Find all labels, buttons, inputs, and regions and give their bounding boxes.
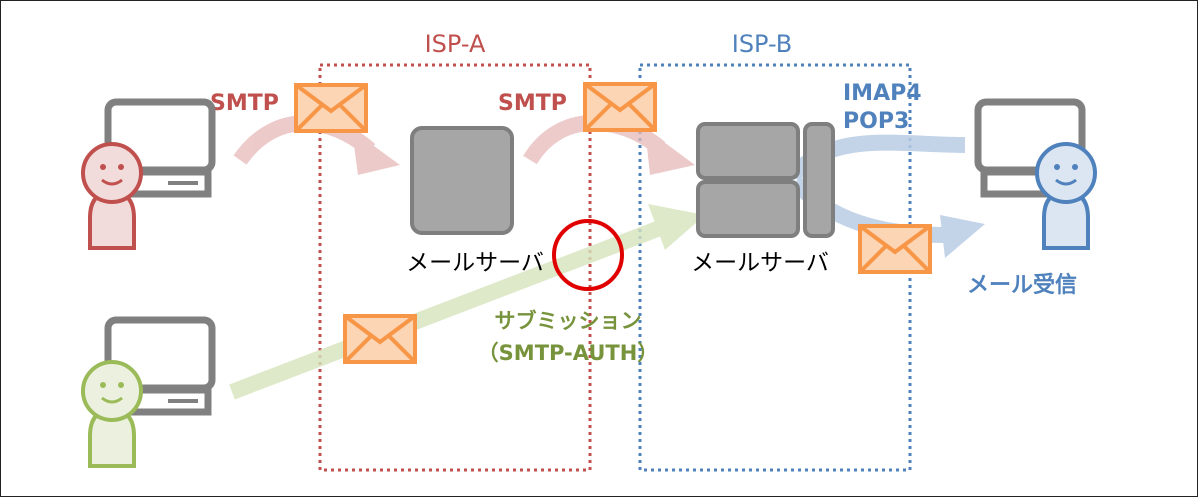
mail-server-b-label: メールサーバ: [691, 250, 829, 276]
person-icon-submitter: [81, 360, 143, 468]
submission-sub-label: （SMTP-AUTH）: [478, 341, 659, 365]
isp-a-label: ISP-A: [425, 30, 486, 58]
envelope-icon-4: [858, 224, 932, 274]
isp-b-box: [638, 63, 912, 472]
receive-label: メール受信: [967, 272, 1077, 298]
isp-a-box: [318, 63, 592, 472]
submission-arrow: [229, 204, 705, 400]
person-icon-sender: [81, 142, 143, 250]
envelope-icon-2: [583, 82, 657, 132]
smtp-label-1: SMTP: [210, 91, 279, 116]
mail-server-a: [410, 126, 514, 235]
mail-server-a-label: メールサーバ: [406, 250, 544, 276]
highlight-circle: [552, 219, 624, 291]
imap-label: IMAP4: [843, 81, 922, 106]
isp-b-label: ISP-B: [732, 30, 793, 58]
person-icon-receiver: [1035, 142, 1097, 250]
pop-label: POP3: [843, 109, 909, 134]
envelope-icon-1: [294, 83, 368, 133]
submission-label: サブミッション: [495, 309, 642, 333]
mail-server-b: [696, 122, 835, 238]
smtp-label-2: SMTP: [498, 91, 567, 116]
envelope-icon-3: [343, 314, 417, 364]
